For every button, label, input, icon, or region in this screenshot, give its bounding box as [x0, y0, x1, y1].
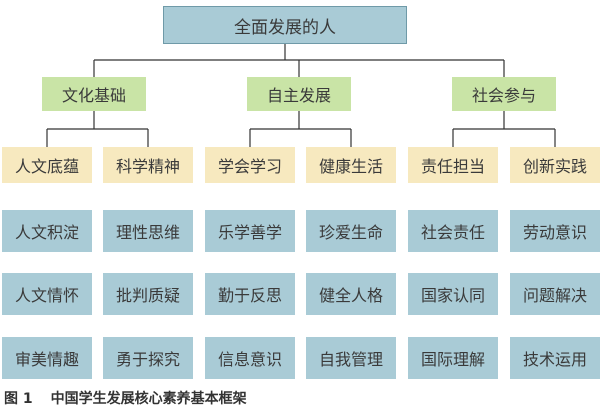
point-node: 乐学善学: [205, 210, 295, 252]
point-node: 社会责任: [408, 210, 498, 252]
point-node: 信息意识: [205, 337, 295, 379]
point-node: 国际理解: [408, 337, 498, 379]
domain-node: 自主发展: [247, 77, 351, 111]
core-node: 学会学习: [205, 147, 295, 183]
root-node: 全面发展的人: [163, 6, 407, 44]
domain-node: 社会参与: [452, 77, 556, 111]
point-node: 珍爱生命: [306, 210, 396, 252]
point-node: 批判质疑: [103, 273, 193, 315]
figure-title: 中国学生发展核心素养基本框架: [50, 391, 247, 407]
core-node: 人文底蕴: [2, 147, 92, 183]
point-node: 问题解决: [510, 273, 600, 315]
point-node: 勇于探究: [103, 337, 193, 379]
domain-node: 文化基础: [42, 77, 146, 111]
point-node: 健全人格: [306, 273, 396, 315]
point-node: 勤于反思: [205, 273, 295, 315]
point-node: 技术运用: [510, 337, 600, 379]
point-node: 自我管理: [306, 337, 396, 379]
core-node: 科学精神: [103, 147, 193, 183]
point-node: 人文积淀: [2, 210, 92, 252]
figure-caption: 图 1 中国学生发展核心素养基本框架: [4, 388, 247, 408]
core-node: 责任担当: [408, 147, 498, 183]
point-node: 审美情趣: [2, 337, 92, 379]
point-node: 劳动意识: [510, 210, 600, 252]
point-node: 国家认同: [408, 273, 498, 315]
point-node: 理性思维: [103, 210, 193, 252]
point-node: 人文情怀: [2, 273, 92, 315]
core-node: 创新实践: [510, 147, 600, 183]
core-node: 健康生活: [306, 147, 396, 183]
figure-number: 图 1: [4, 391, 33, 407]
